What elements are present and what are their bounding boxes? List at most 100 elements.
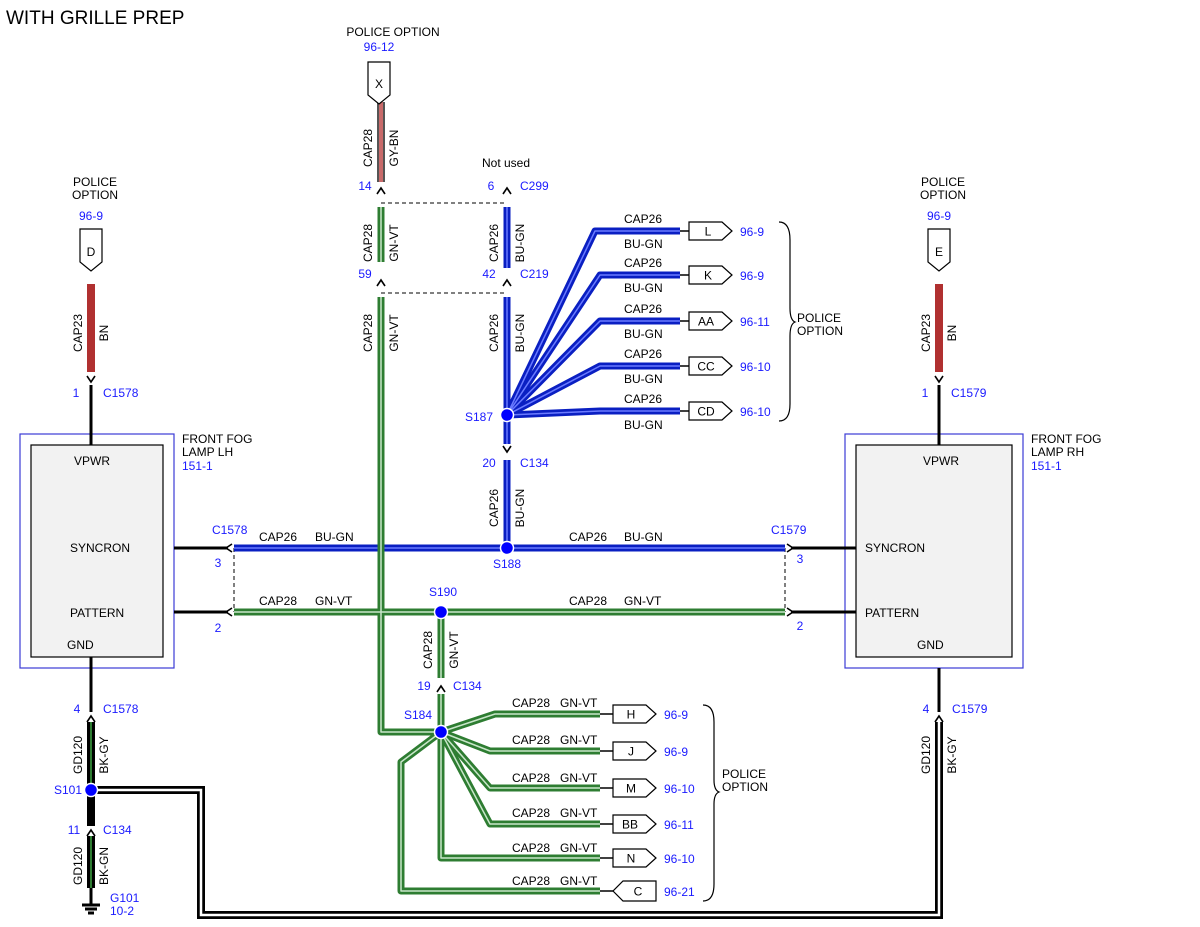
n-color: GN-VT [560, 841, 598, 855]
e-option-label-1: POLICE [921, 175, 965, 189]
lh-power-circuit: CAP23 [71, 314, 85, 352]
blue-connector-tags: L 96-9 K 96-9 AA 96-11 CC 96-10 CD 96-10 [688, 221, 771, 421]
red-wires [87, 102, 943, 372]
j-circuit: CAP28 [512, 733, 550, 747]
rh-gnd-color: BK-GY [945, 736, 959, 773]
k-color: BU-GN [624, 281, 663, 295]
dashed-connector-links [233, 202, 786, 612]
connector-cd-ref: 96-10 [740, 405, 771, 419]
d-ref: 96-9 [79, 209, 103, 223]
m-circuit: CAP28 [512, 771, 550, 785]
c134-green: C134 [453, 679, 482, 693]
lh-gnd-circuit: GD120 [71, 736, 85, 774]
lh-c1578-top: C1578 [103, 386, 139, 400]
s190-drop-color: GN-VT [447, 631, 461, 669]
pin-59: 59 [358, 267, 372, 281]
e-ref: 96-9 [927, 209, 951, 223]
connector-cd-label: CD [697, 405, 715, 419]
e-option-label-2: OPTION [920, 188, 966, 202]
blue-lower-color: BU-GN [513, 489, 527, 528]
c134-upper: C134 [520, 456, 549, 470]
ground-return-wire [91, 722, 943, 919]
option-braces [702, 221, 797, 902]
lh-gnd-label: GND [67, 638, 94, 652]
splice-points [83, 407, 515, 798]
splice-s101: S101 [54, 783, 82, 797]
rh-gnd-circuit: GD120 [919, 736, 933, 774]
connector-h-ref: 96-9 [664, 708, 688, 722]
connector-j-ref: 96-9 [664, 745, 688, 759]
front-fog-lamp-rh: VPWR SYNCRON PATTERN GND [844, 433, 1024, 669]
m-color: GN-VT [560, 771, 598, 785]
connector-bb-label: BB [622, 818, 638, 832]
pattern-right-circuit: CAP28 [569, 594, 607, 608]
connector-h-label: H [627, 708, 636, 722]
rh-pin-3: 3 [797, 552, 804, 566]
x-wire-color: GY-BN [387, 130, 401, 167]
rh-pin-1: 1 [922, 386, 929, 400]
sync-left-color: BU-GN [315, 530, 354, 544]
l-circuit: CAP26 [624, 212, 662, 226]
cd-color: BU-GN [624, 418, 663, 432]
pattern-left-circuit: CAP28 [259, 594, 297, 608]
pin-and-connector-labels: Not used 14 6 C299 59 42 C219 1 C1578 1 … [54, 156, 988, 918]
connector-j-label: J [628, 745, 634, 759]
connector-m-ref: 96-10 [664, 782, 695, 796]
pin-14: 14 [358, 179, 372, 193]
rh-ref: 151-1 [1031, 459, 1062, 473]
connector-m-label: M [626, 782, 636, 796]
pin-6: 6 [488, 179, 495, 193]
cd-circuit: CAP26 [624, 392, 662, 406]
connector-leads [600, 230, 689, 892]
c-color: GN-VT [560, 874, 598, 888]
connector-l-label: L [705, 225, 712, 239]
connector-d-label: D [87, 245, 96, 259]
connector-bb-ref: 96-11 [664, 818, 694, 832]
pattern-right-color: GN-VT [624, 594, 662, 608]
rh-name-line2: LAMP RH [1031, 445, 1084, 459]
green-option-label-2: OPTION [722, 780, 768, 794]
vertical-circuit-labels: CAP23 BN CAP23 BN CAP28 GY-BN CAP28 GN-V… [71, 129, 959, 885]
top-tags: X D E [79, 61, 951, 272]
splice-s187: S187 [465, 410, 493, 424]
bb-circuit: CAP28 [512, 806, 550, 820]
n-circuit: CAP28 [512, 841, 550, 855]
green-upper-color: GN-VT [387, 224, 401, 262]
bb-color: GN-VT [560, 806, 598, 820]
connector-c-label: C [634, 885, 643, 899]
lh-pin-3: 3 [215, 556, 222, 570]
connector-c-ref: 96-21 [664, 885, 695, 899]
aa-circuit: CAP26 [624, 302, 662, 316]
connector-n-ref: 96-10 [664, 852, 695, 866]
blue-option-label-1: POLICE [797, 311, 841, 325]
connector-e-label: E [935, 245, 943, 259]
rh-name-line1: FRONT FOG [1031, 432, 1101, 446]
splice-s184: S184 [404, 708, 432, 722]
blue-mid-color: BU-GN [513, 314, 527, 353]
black-wires [82, 385, 941, 915]
blue-option-label-2: OPTION [797, 324, 843, 338]
lh-pin-2: 2 [215, 621, 222, 635]
connector-l-ref: 96-9 [740, 225, 764, 239]
lh-gnd-color: BK-GY [97, 736, 111, 773]
pin-11: 11 [68, 823, 81, 837]
x-wire-circuit: CAP28 [361, 129, 375, 167]
front-fog-lamp-lh: VPWR SYNCRON PATTERN GND [19, 433, 175, 669]
rh-vpwr-label: VPWR [923, 454, 959, 468]
g101-circuit: GD120 [71, 847, 85, 885]
blue-upper-circuit: CAP26 [487, 224, 501, 262]
green-upper-circuit: CAP28 [361, 224, 375, 262]
rh-power-circuit: CAP23 [919, 314, 933, 352]
horizontal-circuit-labels: CAP26 BU-GN CAP26 BU-GN CAP28 GN-VT CAP2… [259, 212, 663, 888]
sync-right-color: BU-GN [624, 530, 663, 544]
g101-color: BK-GN [97, 847, 111, 885]
lh-name-line1: FRONT FOG [182, 432, 252, 446]
lh-vpwr-label: VPWR [74, 454, 110, 468]
connector-cc-ref: 96-10 [740, 360, 771, 374]
connector-k-ref: 96-9 [740, 269, 764, 283]
lh-pin-4: 4 [74, 702, 81, 716]
green-main-circuit: CAP28 [361, 314, 375, 352]
k-circuit: CAP26 [624, 256, 662, 270]
rh-power-color: BN [945, 325, 959, 342]
g101-ref: 10-2 [110, 904, 134, 918]
